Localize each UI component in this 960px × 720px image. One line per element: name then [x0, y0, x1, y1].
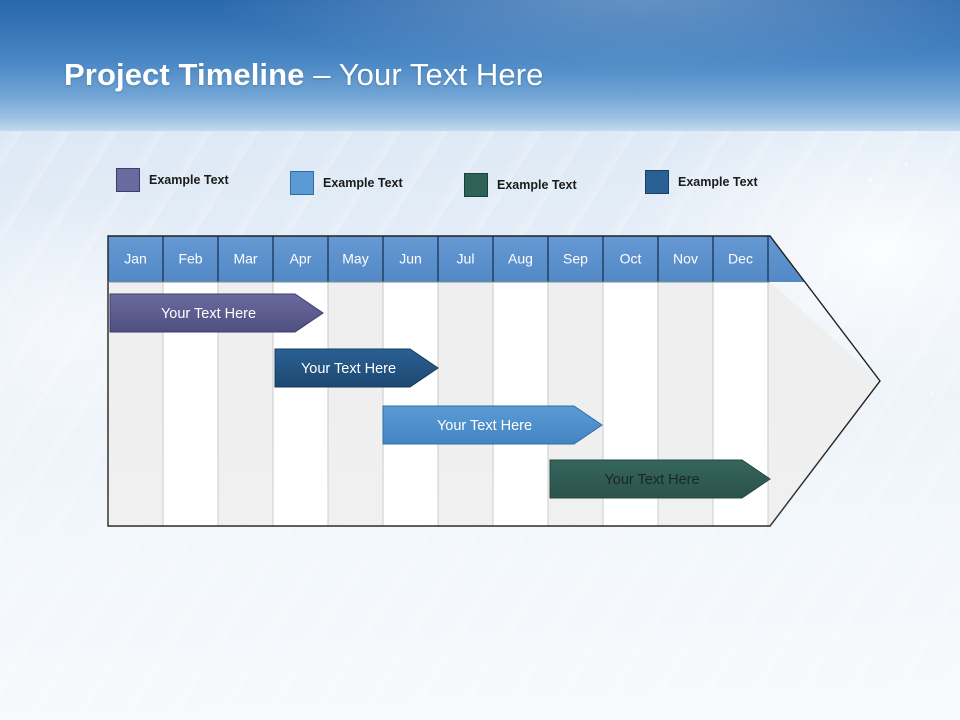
grid-separator-lines — [162, 282, 769, 526]
sparkle-dot — [930, 392, 933, 395]
legend-item-2: Example Text — [290, 171, 403, 195]
legend-swatch-icon — [290, 171, 314, 195]
page-title: Project Timeline – Your Text Here — [64, 57, 543, 93]
month-header-band — [108, 236, 770, 282]
task-bar-label: Your Text Here — [161, 306, 256, 322]
task-bar-2[interactable]: Your Text Here — [274, 348, 439, 388]
legend-item-label: Example Text — [497, 178, 577, 192]
timeline-chart: Jan Feb Mar Apr May Jun Jul Aug Sep Oct Nov Dec You… — [107, 235, 883, 527]
page-title-rest: – Your Text Here — [304, 57, 544, 92]
grid-column-Jul — [438, 282, 493, 526]
month-label-Jul: Jul — [457, 251, 475, 267]
legend-swatch-icon — [464, 173, 488, 197]
grid-column-Aug — [493, 282, 548, 526]
month-label-Jan: Jan — [124, 251, 147, 267]
month-label-Oct: Oct — [620, 251, 642, 267]
month-label-May: May — [342, 251, 368, 267]
chart-outline-path — [107, 235, 881, 527]
task-bar-3[interactable]: Your Text Here — [382, 405, 603, 445]
page-title-bold: Project Timeline — [64, 57, 305, 92]
month-label-Sep: Sep — [563, 251, 588, 267]
chart-outline — [107, 235, 881, 527]
task-bar-1[interactable]: Your Text Here — [109, 293, 324, 333]
legend-item-3: Example Text — [464, 173, 577, 197]
legend-swatch-icon — [116, 168, 140, 192]
month-label-Jun: Jun — [399, 251, 422, 267]
month-label-Feb: Feb — [178, 251, 202, 267]
month-header-row: Jan Feb Mar Apr May Jun Jul Aug Sep Oct Nov Dec — [108, 236, 805, 282]
grid-column-tail — [768, 282, 770, 526]
task-bar-shape[interactable] — [382, 405, 603, 445]
task-bar-shape[interactable] — [274, 348, 439, 388]
arrow-head-body — [770, 282, 880, 526]
legend-item-label: Example Text — [678, 175, 758, 189]
legend: Example Text Example Text Example Text Exam… — [0, 160, 960, 200]
month-label-Apr: Apr — [290, 251, 312, 267]
month-label-Dec: Dec — [728, 251, 753, 267]
month-label-Aug: Aug — [508, 251, 533, 267]
title-band-sheen — [0, 0, 960, 131]
task-bar-shape[interactable] — [549, 459, 771, 499]
task-bar-4[interactable]: Your Text Here — [549, 459, 771, 499]
sparkle-dot — [28, 420, 31, 423]
title-band — [0, 0, 960, 131]
task-bar-label: Your Text Here — [437, 418, 532, 434]
arrow-head — [770, 282, 880, 526]
legend-item-label: Example Text — [149, 173, 229, 187]
legend-item-4: Example Text — [645, 170, 758, 194]
grid-column-May — [328, 282, 383, 526]
legend-item-1: Example Text — [116, 168, 229, 192]
sparkle-dot — [62, 300, 65, 303]
task-bar-label: Your Text Here — [604, 472, 699, 488]
month-label-Mar: Mar — [233, 251, 257, 267]
task-bar-label: Your Text Here — [301, 361, 396, 377]
task-bar-shape[interactable] — [109, 293, 324, 333]
legend-item-label: Example Text — [323, 176, 403, 190]
grid-column-Jun — [383, 282, 438, 526]
month-label-Nov: Nov — [673, 251, 698, 267]
sparkle-dot — [610, 660, 613, 663]
legend-swatch-icon — [645, 170, 669, 194]
